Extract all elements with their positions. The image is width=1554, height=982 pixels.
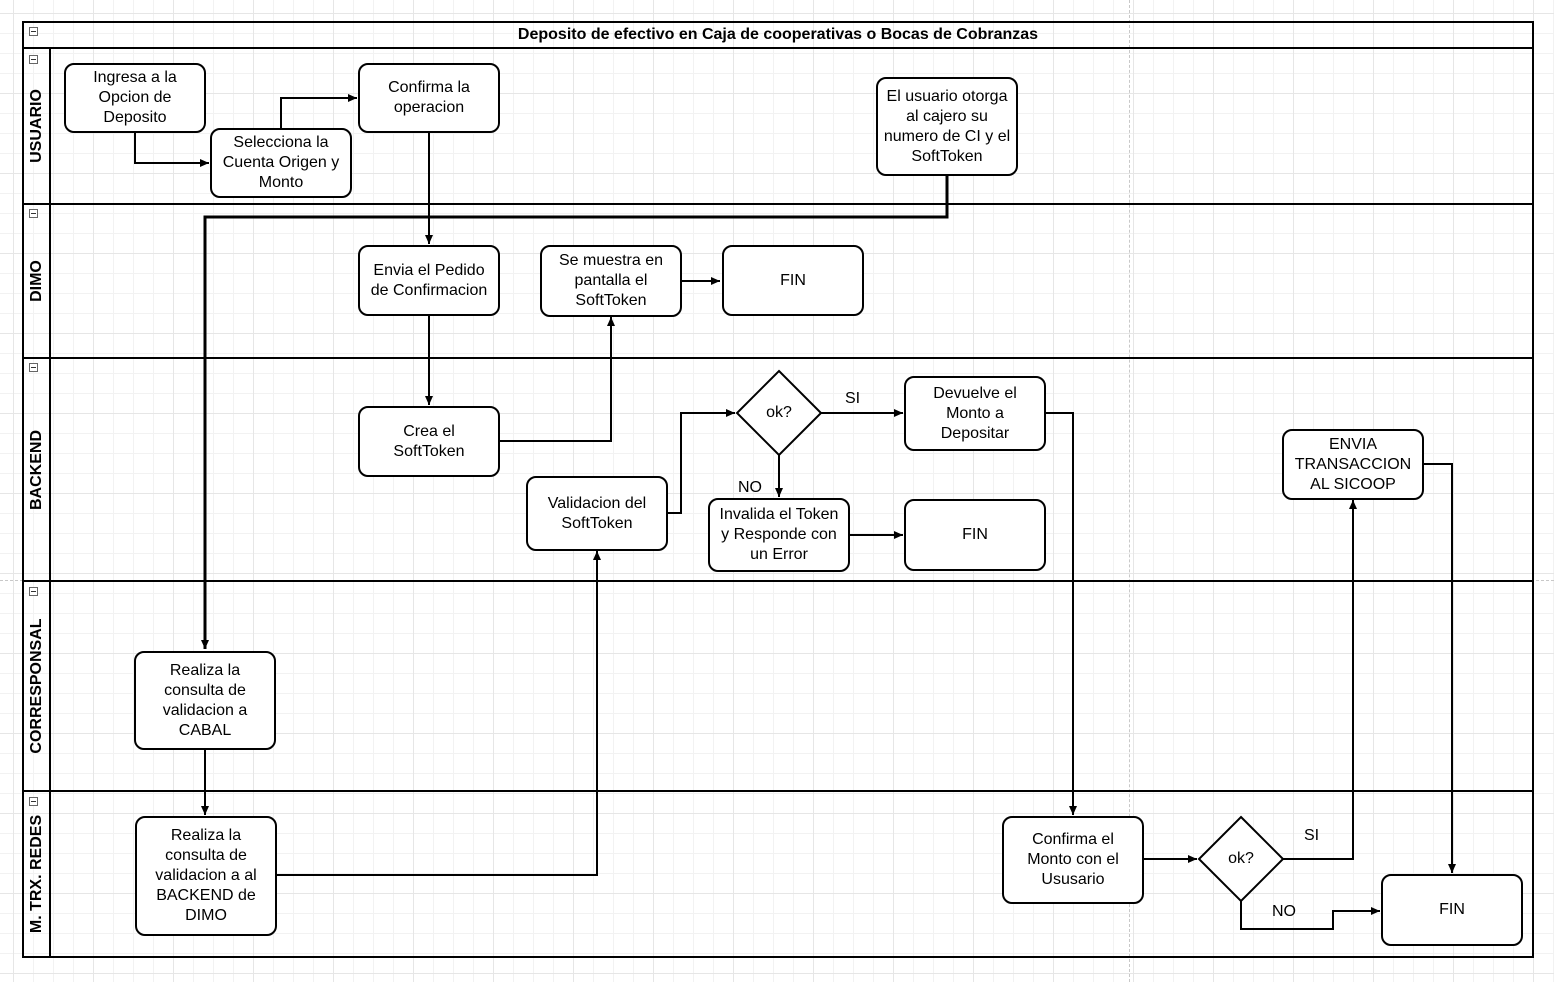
node-usuario-otorga[interactable]: El usuario otorga al cajero su numero de… [876, 77, 1018, 176]
collapse-icon[interactable] [29, 209, 38, 218]
node-envia-pedido[interactable]: Envia el Pedido de Confirmacion [358, 245, 500, 316]
collapse-icon[interactable] [29, 797, 38, 806]
edge-redes-validacion [276, 551, 601, 876]
edge-usuario-corresponsal [201, 176, 949, 649]
decision-label-backend[interactable]: ok? [766, 404, 792, 421]
edge-ok-si-envia [1283, 500, 1357, 860]
page-break-vertical [1129, 0, 1130, 982]
node-realiza-cabal[interactable]: Realiza la consulta de validacion a CABA… [134, 651, 276, 750]
decision-label-redes[interactable]: ok? [1228, 850, 1254, 867]
node-realiza-backend[interactable]: Realiza la consulta de validacion a al B… [135, 816, 277, 936]
collapse-icon[interactable] [29, 55, 38, 64]
node-crea-softtoken[interactable]: Crea el SoftToken [358, 406, 500, 477]
node-ingresa-opcion[interactable]: Ingresa a la Opcion de Deposito [64, 63, 206, 133]
node-fin-dimo[interactable]: FIN [722, 245, 864, 316]
edge-crea-muestra [500, 317, 615, 442]
edge-label-no-backend: NO [738, 479, 762, 496]
node-confirma-monto[interactable]: Confirma el Monto con el Ususario [1002, 816, 1144, 904]
node-fin-backend[interactable]: FIN [904, 499, 1046, 571]
edge-ok-no-fin [1240, 901, 1380, 930]
edge-devuelve-confirma [1046, 412, 1077, 815]
node-invalida-token[interactable]: Invalida el Token y Responde con un Erro… [708, 498, 850, 572]
node-envia-transaccion[interactable]: ENVIA TRANSACCION AL SICOOP [1282, 429, 1424, 500]
edge-selecciona-confirma [280, 94, 357, 128]
edge-validacion-ok [667, 409, 735, 514]
decision-ok-redes [1197, 815, 1285, 903]
edge-ingresa-selecciona [134, 132, 209, 167]
collapse-icon[interactable] [29, 27, 38, 36]
node-devuelve-monto[interactable]: Devuelve el Monto a Depositar [904, 376, 1046, 451]
node-confirma-operacion[interactable]: Confirma la operacion [358, 63, 500, 133]
lane-redes: M. TRX. REDES [22, 790, 1534, 958]
node-selecciona-cuenta[interactable]: Selecciona la Cuenta Origen y Monto [210, 128, 352, 198]
edge-label-si-redes: SI [1304, 827, 1320, 844]
collapse-icon[interactable] [29, 587, 38, 596]
node-se-muestra[interactable]: Se muestra en pantalla el SoftToken [540, 245, 682, 317]
edge-envia-fin [1424, 463, 1456, 873]
edge-label-si-backend: SI [845, 390, 861, 407]
decision-ok-backend [735, 369, 823, 457]
node-validacion-softtoken[interactable]: Validacion del SoftToken [526, 476, 668, 551]
node-fin-redes[interactable]: FIN [1381, 874, 1523, 946]
collapse-icon[interactable] [29, 363, 38, 372]
edge-label-no-redes: NO [1272, 903, 1296, 920]
